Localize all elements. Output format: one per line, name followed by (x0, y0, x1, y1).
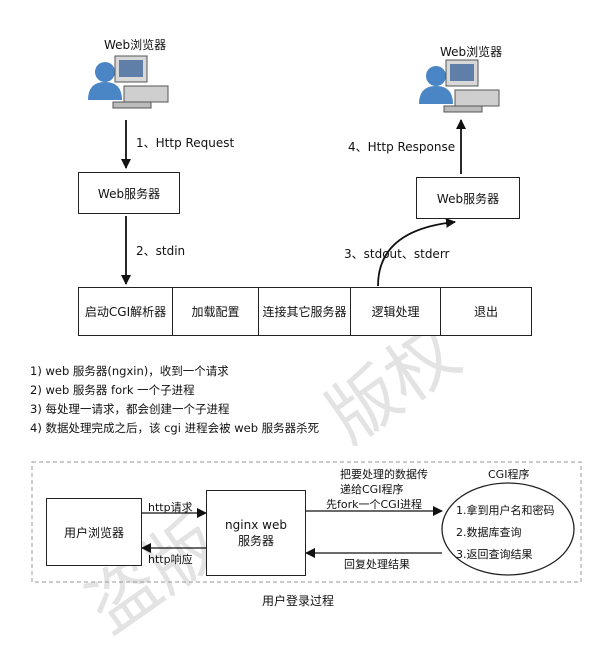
nginx-line-1: nginx web (225, 517, 287, 532)
stdin-label: 2、stdin (136, 244, 186, 258)
user-computer-icon-right (419, 59, 500, 113)
step-item: 4) 数据处理完成之后，该 cgi 进程会被 web 服务器杀死 (30, 421, 320, 435)
process-steps: 1) web 服务器(ngxin)，收到一个请求 2) web 服务器 fork… (30, 362, 319, 438)
cgi-item: 1.拿到用户名和密码 (456, 504, 555, 517)
nginx-server-box: nginx web 服务器 (206, 490, 306, 576)
forward-label-2: 递给CGI程序 (340, 483, 404, 496)
user-computer-icon-left (88, 55, 169, 109)
pipeline-step: 启动CGI解析器 (79, 288, 173, 335)
browser-right-label: Web浏览器 (440, 45, 503, 59)
pipeline-step: 连接其它服务器 (259, 288, 351, 335)
step-item: 2) web 服务器 fork 一个子进程 (30, 383, 195, 397)
diagram-canvas (31, 55, 582, 583)
web-server-box-left: Web服务器 (78, 172, 180, 214)
stdout-label: 3、stdout、stderr (344, 247, 450, 261)
forward-label-1: 把要处理的数据传 (340, 468, 428, 481)
request-label: 1、Http Request (136, 136, 235, 150)
user-browser-box: 用户浏览器 (46, 498, 142, 566)
diagram-caption: 用户登录过程 (262, 594, 335, 608)
step-item: 1) web 服务器(ngxin)，收到一个请求 (30, 364, 229, 378)
reply-label: 回复处理结果 (344, 558, 410, 571)
browser-left-label: Web浏览器 (104, 38, 167, 52)
cgi-pipeline: 启动CGI解析器 加载配置 连接其它服务器 逻辑处理 退出 (78, 287, 532, 336)
pipeline-step: 逻辑处理 (351, 288, 441, 335)
pipeline-step: 退出 (473, 305, 498, 319)
login-flow-frame (31, 461, 582, 583)
stdout-arrow (377, 217, 456, 287)
response-label: 4、Http Response (348, 140, 456, 154)
pipeline-step: 加载配置 (173, 288, 259, 335)
http-response-label: http响应 (148, 553, 193, 566)
nginx-line-2: 服务器 (237, 533, 274, 548)
fork-label: 先fork一个CGI进程 (326, 498, 422, 511)
step-item: 3) 每处理一请求，都会创建一个子进程 (30, 402, 230, 416)
http-request-label: http请求 (148, 501, 193, 514)
cgi-item: 3.返回查询结果 (456, 548, 533, 561)
web-server-box-right: Web服务器 (416, 177, 520, 219)
cgi-program-ellipse (441, 482, 575, 576)
cgi-title: CGI程序 (488, 468, 530, 481)
cgi-item: 2.数据库查询 (456, 526, 522, 539)
